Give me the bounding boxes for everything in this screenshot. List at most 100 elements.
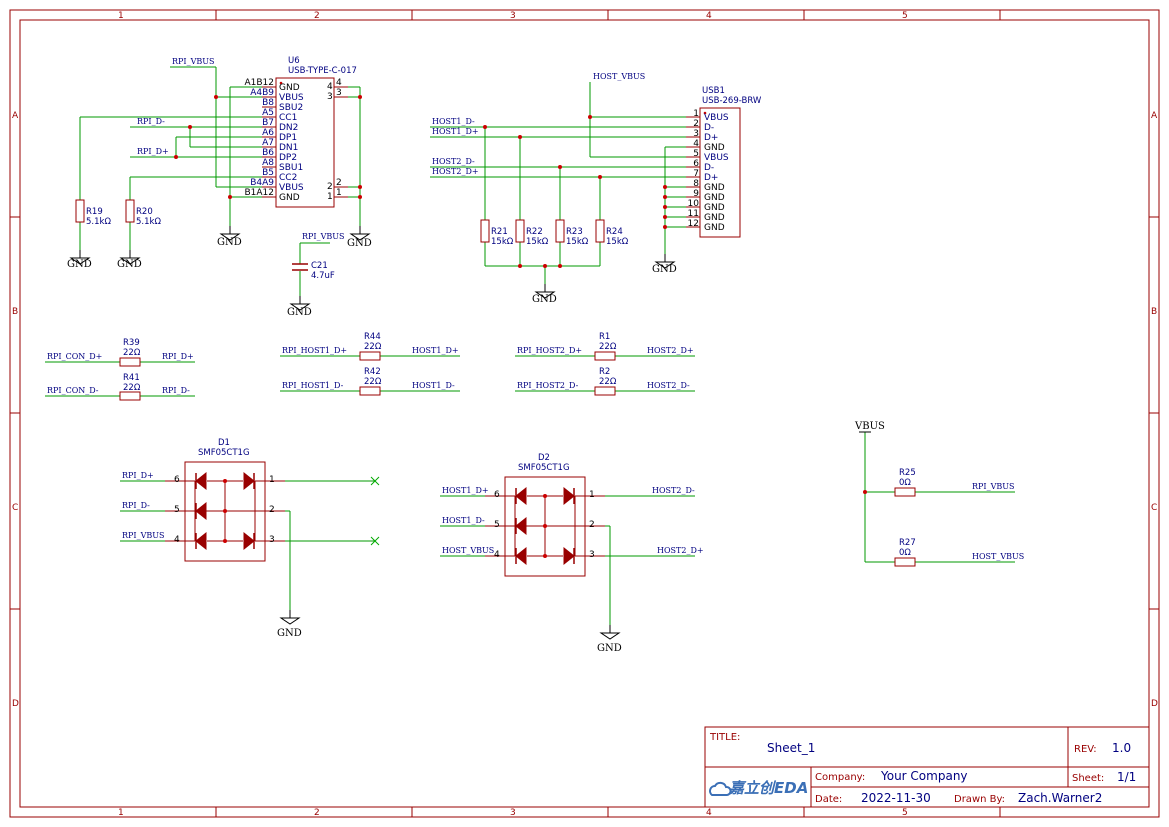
resistor-r21[interactable]: R21 15kΩ — [480, 219, 514, 247]
u6-pin-num: A7 — [262, 138, 274, 148]
u6-ref: U6 — [288, 56, 300, 66]
usb1-pin-num: 3 — [693, 129, 699, 139]
u6-value: USB-TYPE-C-017 — [288, 66, 357, 76]
r1-value: 22Ω — [599, 342, 617, 352]
resistor-r1[interactable]: R1 22Ω RPI_HOST2_D+ HOST2_D+ — [515, 332, 695, 361]
drawn-by-label: Drawn By: — [954, 794, 1005, 805]
d1-ref: D1 — [218, 438, 230, 448]
r25-value: 0Ω — [899, 478, 911, 488]
d2-pin-num: 2 — [589, 520, 595, 530]
resistor-r44[interactable]: R44 22Ω RPI_HOST1_D+ HOST1_D+ — [280, 332, 460, 361]
d1-pin-num: 3 — [269, 535, 275, 545]
resistor-r19[interactable]: R19 5.1kΩ — [75, 199, 111, 227]
resistor-r41[interactable]: R41 22Ω RPI_CON_D- RPI_D- — [45, 373, 195, 401]
rev-value: 1.0 — [1112, 741, 1131, 755]
d2-pin-num: 3 — [589, 550, 595, 560]
r24-value: 15kΩ — [606, 237, 629, 247]
resistor-r20[interactable]: R20 5.1kΩ — [125, 199, 161, 227]
u6-usb-type-c[interactable]: U6 USB-TYPE-C-017 A1B12 A4B9 B8 A5 B7 A6… — [244, 56, 357, 208]
net-label-host1-dp: HOST1_D+ — [442, 486, 489, 495]
r2-value: 22Ω — [599, 377, 617, 387]
u6-pin-num: A5 — [262, 108, 274, 118]
resistor-r22[interactable]: R22 15kΩ — [515, 219, 549, 247]
col-label-5-bottom: 5 — [902, 808, 908, 818]
d1-pin-num: 6 — [174, 475, 180, 485]
gnd-label: GND — [277, 628, 302, 639]
usb1-connector[interactable]: USB1 USB-269-BRW 1 2 3 4 5 6 7 8 9 10 11… — [686, 86, 762, 238]
r44-value: 22Ω — [364, 342, 382, 352]
net-label-rpi-host2-dp: RPI_HOST2_D+ — [517, 346, 582, 355]
net-label-rpi-host1-dm: RPI_HOST1_D- — [282, 381, 344, 390]
col-label-3: 3 — [510, 11, 516, 21]
net-label-rpi-con-dm: RPI_CON_D- — [47, 386, 99, 395]
resistor-r39[interactable]: R39 22Ω RPI_CON_D+ RPI_D+ — [45, 338, 195, 367]
c21-ref: C21 — [311, 261, 328, 271]
gnd-symbol — [600, 624, 620, 640]
col-label-3-bottom: 3 — [510, 808, 516, 818]
d2-ref: D2 — [538, 453, 550, 463]
net-label-rpi-dm: RPI_D- — [137, 117, 165, 126]
r41-ref: R41 — [123, 373, 140, 383]
usb1-pin-name: GND — [704, 193, 725, 203]
r41-value: 22Ω — [123, 383, 141, 393]
usb1-pin-name: VBUS — [704, 153, 729, 163]
r21-value: 15kΩ — [491, 237, 514, 247]
d1-value: SMF05CT1G — [198, 448, 250, 458]
usb1-wiring: HOST_VBUS HOST1_D- HOST1_D+ HOST2_D- HOS… — [430, 72, 686, 288]
resistor-r23[interactable]: R23 15kΩ — [555, 219, 589, 247]
d2-pin-num: 4 — [494, 550, 500, 560]
row-label-a-right: A — [1151, 111, 1158, 121]
usb1-pin-name: GND — [704, 213, 725, 223]
usb1-pin-num: 9 — [693, 189, 699, 199]
row-label-d-right: D — [1151, 699, 1158, 709]
resistor-r2[interactable]: R2 22Ω RPI_HOST2_D- HOST2_D- — [515, 367, 695, 396]
usb1-pin-name: D+ — [704, 173, 718, 183]
row-label-b-right: B — [1151, 307, 1157, 317]
net-label-host1-dm: HOST1_D- — [442, 516, 485, 525]
u6-pin-name: DN1 — [279, 143, 298, 153]
net-label-rpi-host1-dp: RPI_HOST1_D+ — [282, 346, 347, 355]
r27-value: 0Ω — [899, 548, 911, 558]
u6-pin-num: B4A9 — [250, 178, 274, 188]
r22-value: 15kΩ — [526, 237, 549, 247]
resistor-r24[interactable]: R24 15kΩ — [595, 219, 629, 247]
gnd-label: GND — [532, 294, 557, 305]
tvs-array-d1[interactable]: D1 SMF05CT1G 6 5 4 1 2 3 — [165, 438, 285, 562]
resistor-r25[interactable]: R25 0Ω — [894, 468, 916, 497]
net-label-host1-dp: HOST1_D+ — [412, 346, 459, 355]
d1-pin-num: 5 — [174, 505, 180, 515]
u6-pin-name: SBU1 — [279, 163, 303, 173]
col-label-4: 4 — [706, 11, 712, 21]
resistor-r27[interactable]: R27 0Ω — [894, 538, 916, 567]
date-value: 2022-11-30 — [861, 791, 931, 805]
usb1-pin-name: D- — [704, 123, 714, 133]
u6-pin-name: VBUS — [279, 93, 304, 103]
r23-value: 15kΩ — [566, 237, 589, 247]
gnd-label: GND — [347, 238, 372, 249]
title-label: TITLE: — [709, 732, 740, 743]
d2-wiring: HOST1_D+ HOST1_D- HOST_VBUS HOST2_D- HOS… — [440, 486, 704, 627]
u6-pin-name: GND — [279, 83, 300, 93]
u6-pin-num: B7 — [262, 118, 274, 128]
row-label-b: B — [12, 307, 18, 317]
usb1-pin-num: 8 — [693, 179, 699, 189]
gnd-label: GND — [652, 264, 677, 275]
u6-pin-num: 3 — [327, 92, 333, 102]
capacitor-c21[interactable]: RPI_VBUS C21 4.7uF — [292, 232, 344, 300]
u6-pin-name: CC2 — [279, 173, 297, 183]
drawn-by-value: Zach.Warner2 — [1018, 791, 1102, 805]
r2-ref: R2 — [599, 367, 610, 377]
u6-pin-num: B6 — [262, 148, 274, 158]
usb1-pin-num: 12 — [688, 219, 699, 229]
net-label-rpi-dm: RPI_D- — [162, 386, 190, 395]
net-label-rpi-con-dp: RPI_CON_D+ — [47, 352, 102, 361]
r21-ref: R21 — [491, 227, 508, 237]
tvs-array-d2[interactable]: D2 SMF05CT1G 6 5 4 1 2 3 — [485, 453, 605, 577]
gnd-label: GND — [67, 259, 92, 270]
vbus-selector: VBUS RPI_VBUS HOST_VBUS — [854, 421, 1024, 563]
r1-ref: R1 — [599, 332, 610, 342]
usb1-pin-name: D- — [704, 163, 714, 173]
r39-ref: R39 — [123, 338, 140, 348]
resistor-r42[interactable]: R42 22Ω RPI_HOST1_D- HOST1_D- — [280, 367, 460, 396]
